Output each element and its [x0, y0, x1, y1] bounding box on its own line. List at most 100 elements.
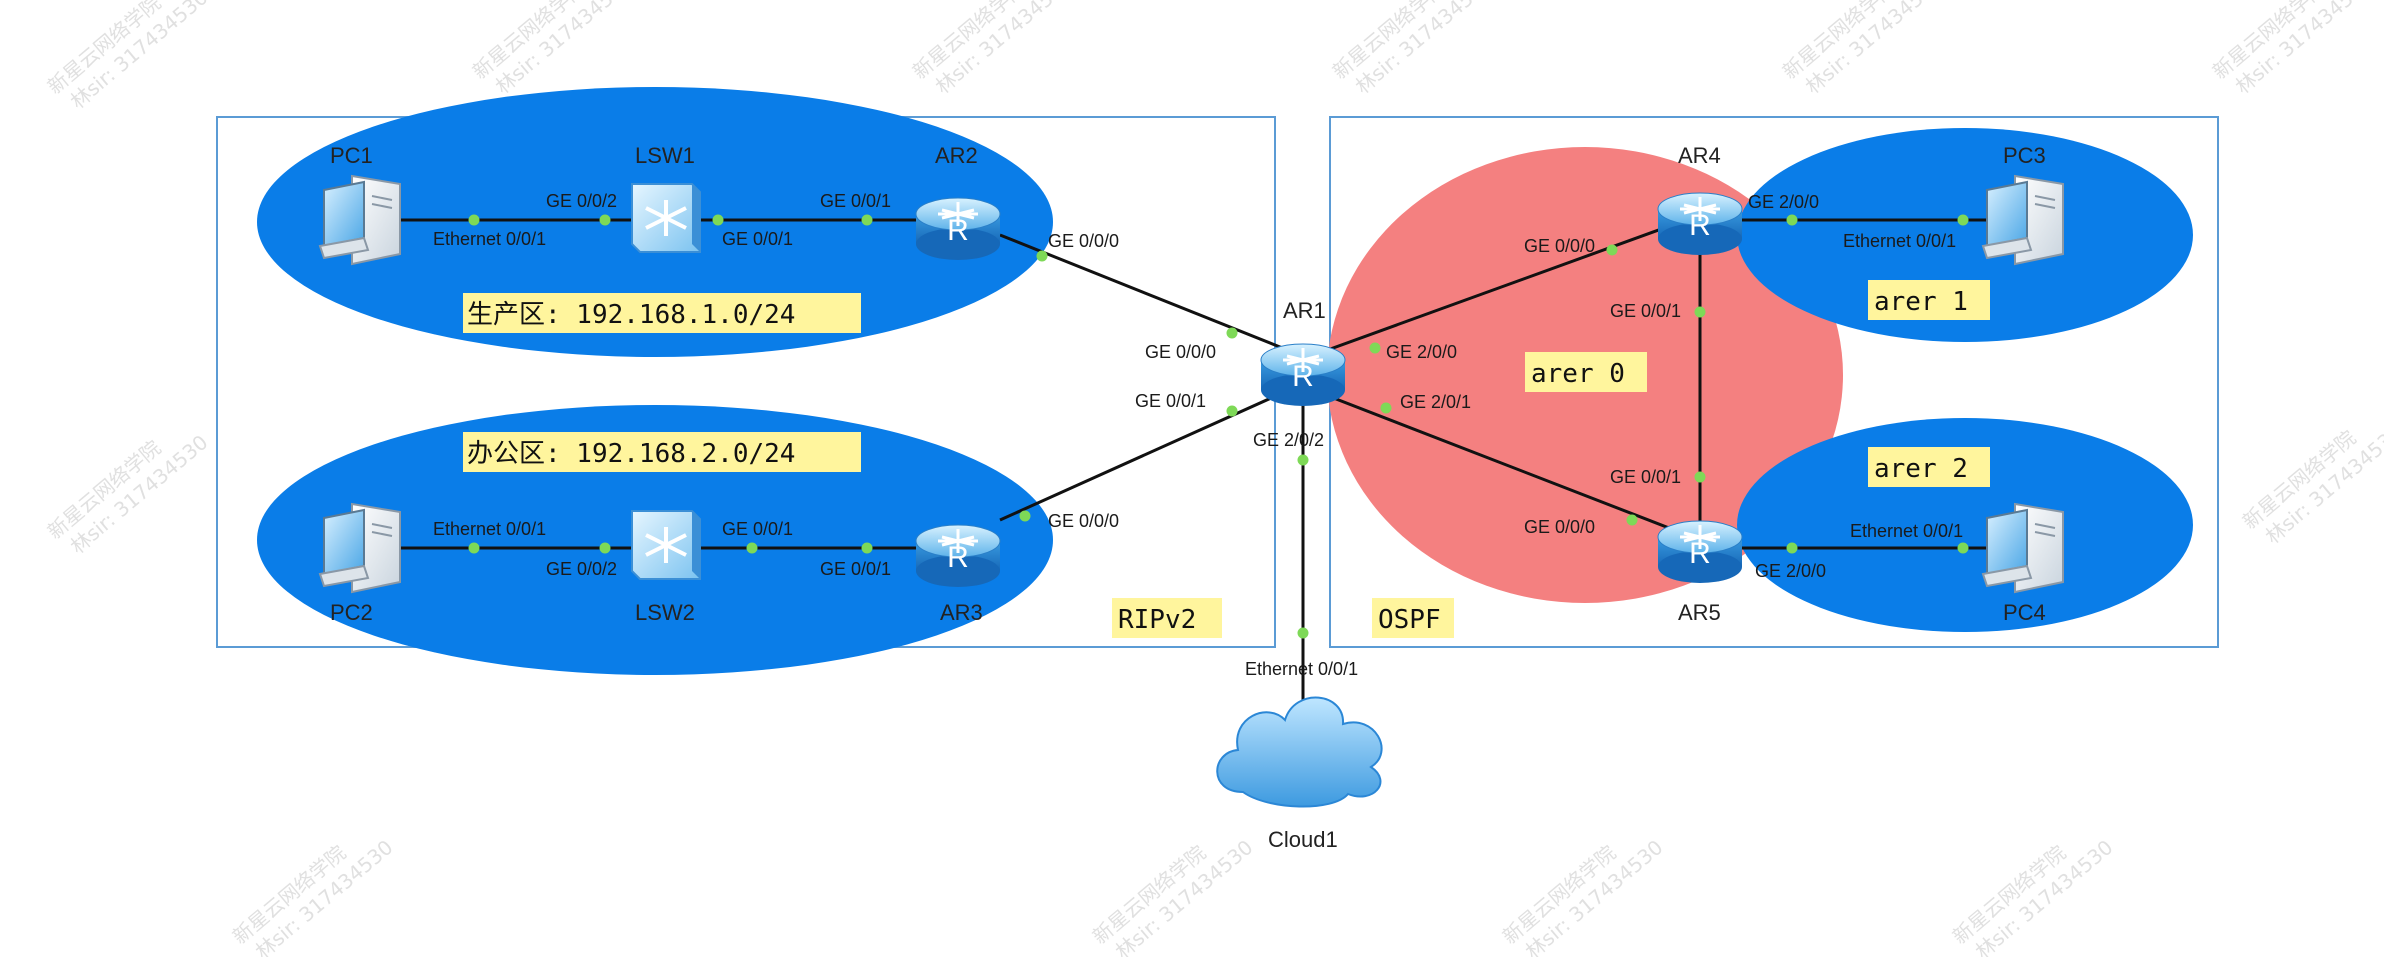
- pc4-icon[interactable]: [1982, 503, 2064, 593]
- ar2-router-icon[interactable]: R: [914, 196, 1002, 262]
- ar1-label: AR1: [1283, 298, 1326, 323]
- watermark: 新星云网络学院 林sir: 317434530: [2208, 0, 2378, 99]
- pc2-icon[interactable]: [319, 503, 401, 593]
- port-label: GE 2/0/1: [1400, 392, 1471, 412]
- port-label: Ethernet 0/0/1: [433, 519, 546, 539]
- port-dot: [1626, 514, 1638, 526]
- office-zone-tag: 办公区: 192.168.2.0/24: [463, 432, 861, 472]
- port-dot: [468, 214, 480, 226]
- lsw1-switch-icon[interactable]: [630, 182, 702, 254]
- port-label: Ethernet 0/0/1: [433, 229, 546, 249]
- router-glyph: R: [947, 214, 969, 247]
- lsw2-label: LSW2: [635, 600, 695, 625]
- cloud1-icon[interactable]: [1216, 696, 1383, 808]
- ar5-label: AR5: [1678, 600, 1721, 625]
- port-dot: [1694, 471, 1706, 483]
- router-glyph: R: [1689, 209, 1711, 242]
- lsw2-switch-icon[interactable]: [630, 509, 702, 581]
- router-glyph: R: [1292, 360, 1314, 393]
- port-dot: [1694, 306, 1706, 318]
- ar4-label: AR4: [1678, 143, 1721, 168]
- port-dot: [1369, 342, 1381, 354]
- area0-tag: arer 0: [1525, 352, 1647, 392]
- port-label: GE 0/0/1: [1135, 391, 1206, 411]
- port-label: GE 0/0/1: [1610, 467, 1681, 487]
- pc4-label: PC4: [2003, 600, 2046, 625]
- watermark: 新星云网络学院 林sir: 317434530: [1948, 835, 2118, 957]
- pc1-icon[interactable]: [319, 175, 401, 265]
- port-dot: [1297, 454, 1309, 466]
- rip-region-tag: RIPv2: [1112, 598, 1222, 638]
- ar5-router-icon[interactable]: R: [1656, 519, 1744, 585]
- port-label: GE 2/0/0: [1755, 561, 1826, 581]
- watermark: 新星云网络学院 林sir: 317434530: [908, 0, 1078, 99]
- port-label: Ethernet 0/0/1: [1850, 521, 1963, 541]
- svg-text:arer 0: arer 0: [1531, 359, 1625, 389]
- port-label: GE 0/0/0: [1048, 511, 1119, 531]
- cloud1-label: Cloud1: [1268, 827, 1338, 852]
- port-label: GE 0/0/0: [1524, 236, 1595, 256]
- port-label: GE 0/0/1: [820, 191, 891, 211]
- pc3-label: PC3: [2003, 143, 2046, 168]
- port-dot: [1226, 405, 1238, 417]
- port-label: GE 0/0/1: [722, 519, 793, 539]
- watermark: 新星云网络学院 林sir: 317434530: [2238, 420, 2384, 549]
- port-dot: [861, 542, 873, 554]
- svg-text:办公区: 192.168.2.0/24: 办公区: 192.168.2.0/24: [467, 439, 795, 469]
- port-dot: [712, 214, 724, 226]
- port-dot: [1606, 244, 1618, 256]
- port-dot: [1957, 542, 1969, 554]
- port-label: GE 0/0/0: [1524, 517, 1595, 537]
- router-glyph: R: [1689, 537, 1711, 570]
- ar1-router-icon[interactable]: R: [1259, 342, 1347, 408]
- area2-tag: arer 2: [1868, 447, 1990, 487]
- port-label: GE 2/0/0: [1386, 342, 1457, 362]
- pc1-label: PC1: [330, 143, 373, 168]
- watermark: 新星云网络学院 林sir: 317434530: [1778, 0, 1948, 99]
- port-dot: [599, 542, 611, 554]
- link-ar1-ar4: [1299, 213, 1701, 362]
- port-dot: [746, 542, 758, 554]
- ar3-router-icon[interactable]: R: [914, 523, 1002, 589]
- svg-text:arer 2: arer 2: [1874, 454, 1968, 484]
- svg-text:生产区: 192.168.1.0/24: 生产区: 192.168.1.0/24: [467, 300, 795, 330]
- port-dot: [1019, 510, 1031, 522]
- port-dot: [1957, 214, 1969, 226]
- port-dot: [861, 214, 873, 226]
- link-ar1-ar5: [1299, 383, 1701, 542]
- ar3-label: AR3: [940, 600, 983, 625]
- port-label: GE 0/0/2: [546, 191, 617, 211]
- port-dot: [1380, 402, 1392, 414]
- watermark: 新星云网络学院 林sir: 317434530: [228, 835, 398, 957]
- area2-zone: [1737, 418, 2193, 632]
- link-ar2-ar1: [999, 233, 1301, 357]
- production-zone-tag: 生产区: 192.168.1.0/24: [463, 293, 861, 333]
- port-label: Ethernet 0/0/1: [1245, 659, 1358, 679]
- port-dot: [1786, 214, 1798, 226]
- link-ar3-ar1: [999, 383, 1301, 522]
- lsw1-label: LSW1: [635, 143, 695, 168]
- watermark: 新星云网络学院 林sir: 317434530: [43, 430, 213, 559]
- pc2-label: PC2: [330, 600, 373, 625]
- watermark: 新星云网络学院 林sir: 317434530: [1088, 835, 1258, 957]
- port-label: GE 0/0/1: [820, 559, 891, 579]
- port-dot: [468, 542, 480, 554]
- watermark: 新星云网络学院 林sir: 317434530: [43, 0, 213, 114]
- svg-text:arer 1: arer 1: [1874, 287, 1968, 317]
- pc3-icon[interactable]: [1982, 175, 2064, 265]
- area1-zone: [1737, 128, 2193, 342]
- ar2-label: AR2: [935, 143, 978, 168]
- svg-text:RIPv2: RIPv2: [1118, 605, 1196, 635]
- port-dot: [599, 214, 611, 226]
- port-label: GE 0/0/2: [546, 559, 617, 579]
- port-label: GE 0/0/0: [1145, 342, 1216, 362]
- port-dot: [1036, 250, 1048, 262]
- ar4-router-icon[interactable]: R: [1656, 191, 1744, 257]
- port-label: GE 0/0/1: [722, 229, 793, 249]
- ospf-region-tag: OSPF: [1372, 598, 1454, 638]
- port-label: GE 2/0/0: [1748, 192, 1819, 212]
- router-glyph: R: [947, 541, 969, 574]
- port-label: GE 2/0/2: [1253, 430, 1324, 450]
- port-dots: [468, 214, 1969, 639]
